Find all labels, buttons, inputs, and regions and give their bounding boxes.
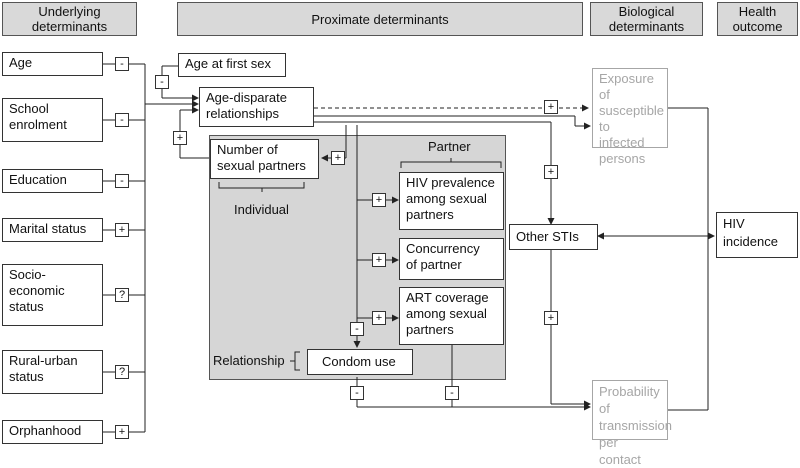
underlying-orphanhood: Orphanhood xyxy=(2,420,103,444)
connector-lines xyxy=(103,63,715,433)
underlying-rural-urban-status: Rural-urban status xyxy=(2,350,103,394)
sign-other-stis-in: + xyxy=(544,165,558,179)
exposure-box: Exposure of susceptible to infected pers… xyxy=(592,68,668,166)
underlying-education: Education xyxy=(2,169,103,193)
hiv-prevalence-box: HIV prevalence among sexual partners xyxy=(399,172,504,230)
age-at-first-sex-box: Age at first sex xyxy=(178,53,286,77)
sign-concurrency: + xyxy=(372,253,386,267)
sign-art-out: - xyxy=(445,386,459,400)
partner-label: Partner xyxy=(428,139,471,154)
sign-feedback-partners: + xyxy=(173,131,187,145)
sign-condom-in: - xyxy=(350,322,364,336)
sign-rural-urban-status: ? xyxy=(115,365,129,379)
underlying-socio-economic-status: Socio- economic status xyxy=(2,264,103,326)
sign-marital-status: + xyxy=(115,223,129,237)
sign-art-coverage: + xyxy=(372,311,386,325)
individual-label: Individual xyxy=(234,202,289,217)
condom-use-box: Condom use xyxy=(307,349,413,375)
sign-hiv-prevalence: + xyxy=(372,193,386,207)
underlying-age: Age xyxy=(2,52,103,76)
hiv-incidence-box: HIV incidence xyxy=(716,212,798,258)
sign-condom-out: - xyxy=(350,386,364,400)
other-stis-box: Other STIs xyxy=(509,224,598,250)
sign-exposure: + xyxy=(544,100,558,114)
header-underlying-determinants: Underlying determinants xyxy=(2,2,137,36)
sign-orphanhood: + xyxy=(115,425,129,439)
header-biological-determinants: Biological determinants xyxy=(590,2,703,36)
sign-other-stis-out: + xyxy=(544,311,558,325)
sign-number-of-partners: + xyxy=(331,151,345,165)
sign-school-enrolment: - xyxy=(115,113,129,127)
concurrency-of-partner-box: Concurrency of partner xyxy=(399,238,504,280)
number-of-sexual-partners-box: Number of sexual partners xyxy=(210,139,319,179)
art-coverage-box: ART coverage among sexual partners xyxy=(399,287,504,345)
sign-age: - xyxy=(115,57,129,71)
sign-education: - xyxy=(115,174,129,188)
probability-of-transmission-box: Probability of transmission per contact xyxy=(592,380,672,467)
sign-age-at-first-sex: - xyxy=(155,75,169,89)
relationship-label: Relationship xyxy=(213,353,285,368)
underlying-marital-status: Marital status xyxy=(2,218,103,242)
underlying-school-enrolment: School enrolment xyxy=(2,98,103,142)
header-health-outcome: Health outcome xyxy=(717,2,798,36)
age-disparate-relationships-box: Age-disparate relationships xyxy=(199,87,314,127)
header-proximate-determinants: Proximate determinants xyxy=(177,2,583,36)
sign-socio-economic-status: ? xyxy=(115,288,129,302)
